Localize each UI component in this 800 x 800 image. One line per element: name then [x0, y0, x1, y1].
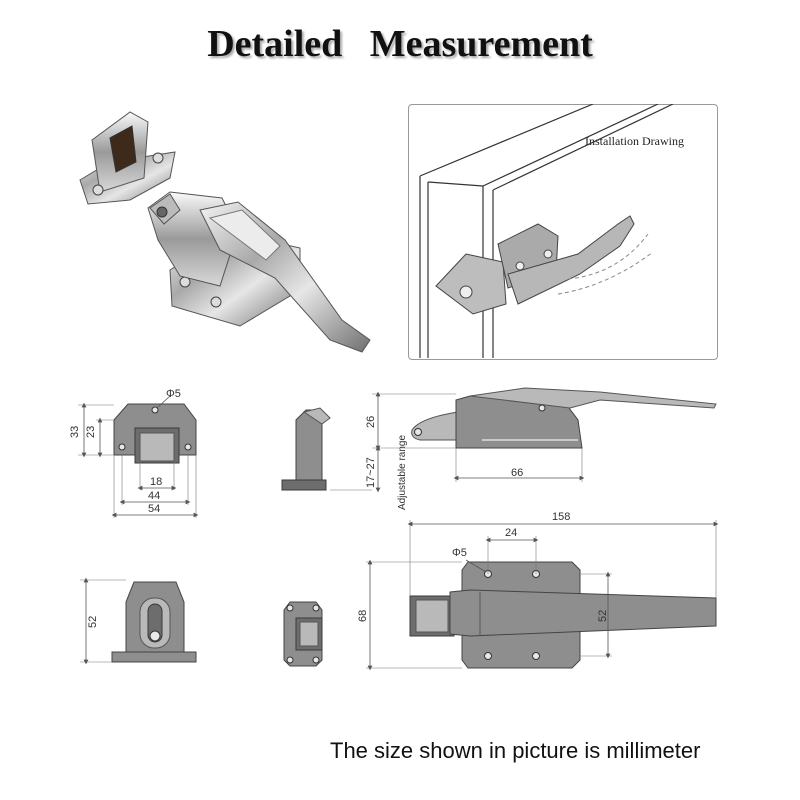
dim-52-left: 52: [87, 616, 99, 628]
dim-66: 66: [511, 467, 523, 479]
strike-block: [79, 111, 176, 205]
strike-front-view: [78, 395, 199, 518]
dim-range: 17~27: [365, 457, 377, 488]
dim-44: 44: [148, 490, 160, 502]
dim-158: 158: [552, 511, 570, 523]
dim-23: 23: [85, 426, 97, 438]
strike-side-view: [281, 407, 331, 491]
dim-18: 18: [150, 476, 162, 488]
technical-drawings: Φ5 33 23 18 44 54 26: [69, 387, 719, 671]
dim-68: 68: [357, 610, 369, 622]
dim-26: 26: [365, 416, 377, 428]
latch-bolt-view: [283, 601, 323, 667]
dim-hole-latch: Φ5: [452, 547, 467, 559]
units-note: The size shown in picture is millimeter: [330, 738, 701, 763]
dim-52-right: 52: [597, 610, 609, 622]
installation-drawing: [419, 104, 674, 358]
latch-handle: [199, 201, 371, 353]
dim-range-label: Adjustable range: [397, 435, 408, 510]
dim-54: 54: [148, 503, 160, 515]
dim-33: 33: [69, 426, 81, 438]
page-title: Detailed Measurement: [207, 23, 593, 65]
dim-24: 24: [505, 527, 517, 539]
latch-side-view: [330, 387, 717, 493]
latch-top-view: [366, 520, 719, 671]
dim-hole-strike: Φ5: [166, 388, 181, 400]
strike-top-view: [80, 577, 197, 665]
installation-drawing-label: Installation Drawing: [585, 134, 684, 148]
installation-drawing-panel: [408, 104, 718, 360]
installed-latch: [435, 215, 635, 315]
product-photo: [79, 111, 371, 353]
